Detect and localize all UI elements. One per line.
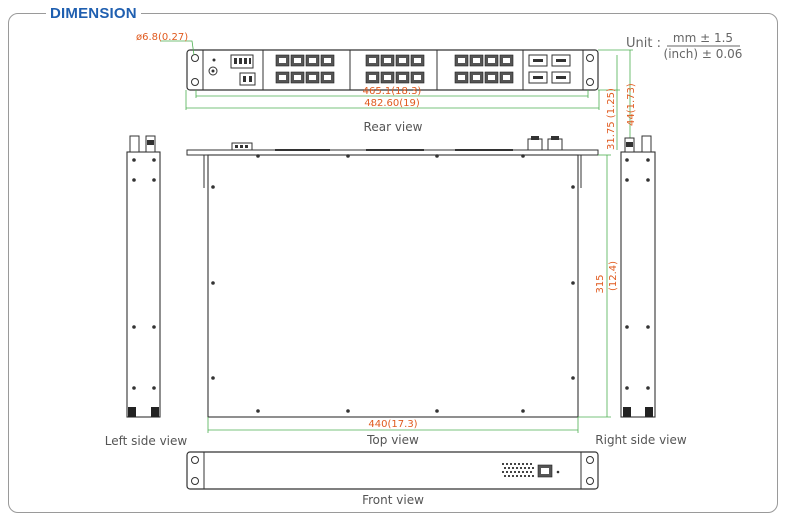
rear-dimension-lines <box>160 40 633 150</box>
front-view-drawing <box>186 451 599 490</box>
body-width-label: 440(17.3) <box>368 419 417 430</box>
front-view-label: Front view <box>362 493 424 507</box>
section-title: DIMENSION <box>46 5 141 22</box>
hole-diameter-label: ø6.8(0.27) <box>136 32 188 43</box>
rear-view-label: Rear view <box>364 120 423 134</box>
left-side-view-label: Left side view <box>105 434 188 448</box>
left-side-view-drawing <box>126 135 161 418</box>
unit-mm-tolerance: mm ± 1.5 <box>673 31 733 45</box>
depth-mm-label: 315 <box>595 274 606 293</box>
unit-legend: Unit : mm ± 1.5 (inch) ± 0.06 <box>626 31 742 61</box>
unit-inch-tolerance: (inch) ± 0.06 <box>664 47 743 61</box>
unit-label: Unit : <box>626 36 661 51</box>
right-side-view-label: Right side view <box>595 433 687 447</box>
height-label: 44(1.73) <box>626 83 637 126</box>
rear-view-drawing <box>186 49 599 91</box>
top-view-label: Top view <box>366 433 419 447</box>
outer-width-label: 482.60(19) <box>364 98 420 109</box>
depth-inch-label: (12.4) <box>608 261 619 291</box>
right-side-view-drawing <box>620 135 656 418</box>
inner-width-label: 465.1(18.3) <box>363 86 422 97</box>
ear-height-label: 31.75 (1.25) <box>606 88 617 150</box>
top-view-drawing <box>186 136 599 418</box>
top-dimension-lines <box>207 154 611 433</box>
dimension-frame <box>8 13 778 513</box>
